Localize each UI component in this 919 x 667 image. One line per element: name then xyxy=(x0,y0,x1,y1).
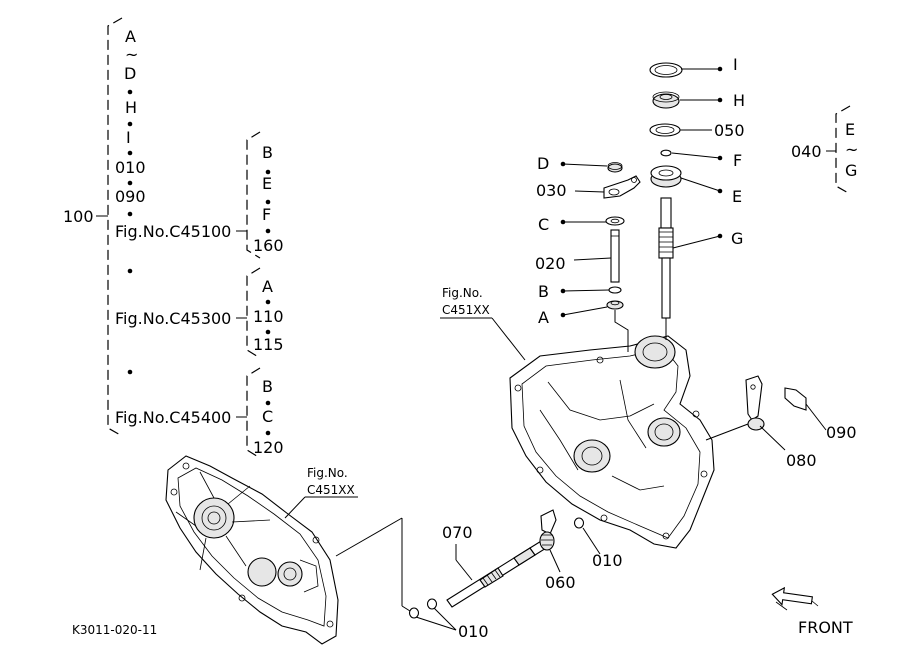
leader-lines xyxy=(335,517,411,612)
part-ref: D xyxy=(124,64,136,83)
assembly-040-number: 040 xyxy=(791,142,822,161)
callout-090: 090 xyxy=(826,423,857,442)
part-ref: B xyxy=(262,377,273,396)
callout-F: F xyxy=(733,151,742,170)
fig-ref-c45400: Fig.No.C45400 xyxy=(115,408,231,427)
callout-A: A xyxy=(538,308,549,327)
callout-C: C xyxy=(538,215,549,234)
callout-D: D xyxy=(537,154,549,173)
drive-shaft-070: 070 xyxy=(442,523,552,608)
fig-ref-label: Fig.No. xyxy=(442,286,483,300)
range-tilde: ~ xyxy=(125,45,138,64)
callout-H: H xyxy=(733,91,745,110)
callout-E: E xyxy=(732,187,742,206)
fig-ref-number: C451XX xyxy=(442,303,490,317)
part-ref: 115 xyxy=(253,335,284,354)
front-direction: FRONT xyxy=(771,586,853,637)
part-ref: G xyxy=(845,161,857,180)
callout-060: 060 xyxy=(545,573,576,592)
callout-020: 020 xyxy=(535,254,566,273)
assembly-100-list: 100 A ~ D H I 010 090 Fig.No.C45100 B E … xyxy=(63,17,284,459)
fig-ref-c45100: Fig.No.C45100 xyxy=(115,222,231,241)
shift-lever-group: 090 080 xyxy=(705,375,857,470)
part-ref: 120 xyxy=(253,438,284,457)
part-ref: 090 xyxy=(115,187,146,206)
fig-ref-c45300: Fig.No.C45300 xyxy=(115,309,231,328)
transmission-cover xyxy=(165,455,339,645)
part-ref: C xyxy=(262,407,273,426)
fig-ref-case: Fig.No. C451XX xyxy=(440,286,526,361)
part-ref: B xyxy=(262,143,273,162)
callout-050: 050 xyxy=(714,121,745,140)
part-ref: I xyxy=(126,128,131,147)
callout-G: G xyxy=(731,229,743,248)
fig-ref-label: Fig.No. xyxy=(307,466,348,480)
front-label: FRONT xyxy=(798,618,853,637)
part-ref: 160 xyxy=(253,236,284,255)
callout-070: 070 xyxy=(442,523,473,542)
fig-ref-number: C451XX xyxy=(307,483,355,497)
part-ref: 110 xyxy=(253,307,284,326)
shift-shaft-stack: D 030 C 020 B A xyxy=(535,154,641,352)
washer-010-lower: 010 xyxy=(408,598,489,641)
callout-I: I xyxy=(733,55,738,74)
transmission-case xyxy=(509,335,715,549)
assembly-040-list: 040 E ~ G xyxy=(791,105,858,195)
gear-060: 060 xyxy=(539,509,576,592)
part-ref: H xyxy=(125,98,137,117)
callout-010-upper: 010 xyxy=(592,551,623,570)
part-ref: E xyxy=(845,120,855,139)
fig-ref-cover: Fig.No. C451XX xyxy=(284,466,358,519)
callout-080: 080 xyxy=(786,451,817,470)
shaft-stack: I H 050 F E G xyxy=(649,55,745,340)
part-ref: E xyxy=(262,174,272,193)
part-ref: A xyxy=(262,277,273,296)
washer-010-upper: 010 xyxy=(573,517,623,570)
range-tilde: ~ xyxy=(845,140,858,159)
bracket-100 xyxy=(107,17,123,437)
assembly-100-number: 100 xyxy=(63,207,94,226)
part-ref: 010 xyxy=(115,158,146,177)
callout-010-lower: 010 xyxy=(458,622,489,641)
diagram-id: K3011-020-11 xyxy=(72,623,157,637)
callout-B: B xyxy=(538,282,549,301)
part-ref: A xyxy=(125,27,136,46)
callout-030: 030 xyxy=(536,181,567,200)
part-ref: F xyxy=(262,205,271,224)
